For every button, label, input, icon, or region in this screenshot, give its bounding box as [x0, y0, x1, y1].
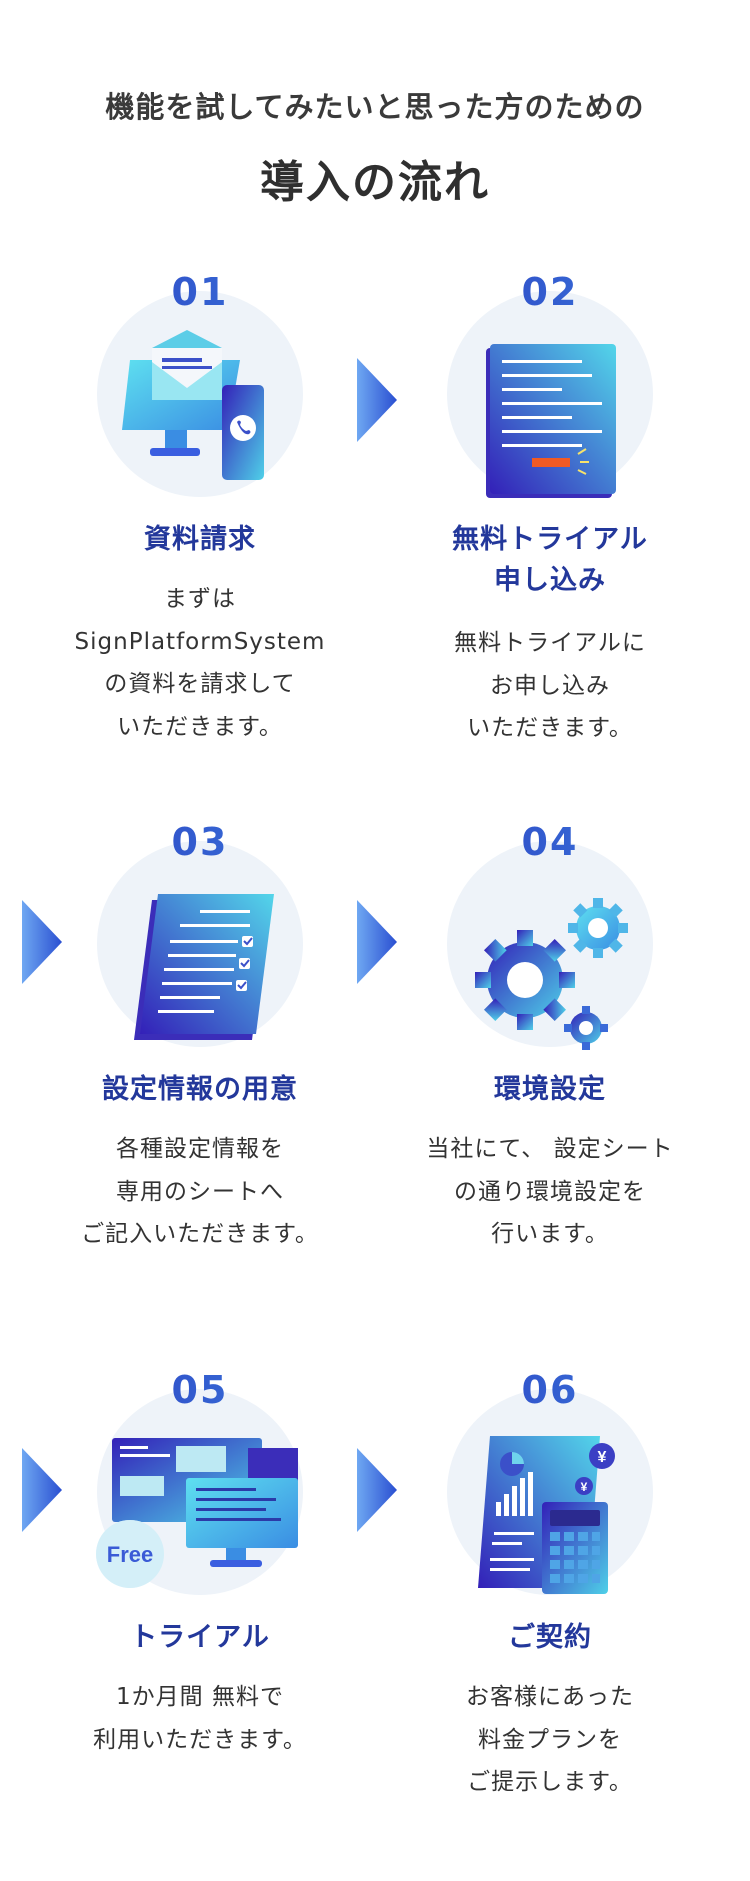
step-title-line: 申し込み — [494, 564, 606, 596]
step-description: 各種設定情報を 専用のシートへ ご記入いただきます。 — [50, 1128, 350, 1256]
desc-line: 料金プランを — [478, 1726, 622, 1753]
step-description: まずは SignPlatformSystem の資料を請求して いただきます。 — [50, 578, 350, 748]
next-arrow-icon — [357, 1448, 397, 1532]
contract-calculator-icon: ¥ ¥ — [478, 1436, 615, 1594]
step-number: 03 — [50, 820, 350, 864]
desc-line: の通り環境設定を — [454, 1178, 646, 1205]
step-title: 無料トライアル 申し込み — [400, 520, 700, 601]
desc-line: 利用いただきます。 — [93, 1726, 307, 1753]
step-title: トライアル — [50, 1618, 350, 1659]
step-title-line: ご契約 — [508, 1622, 592, 1653]
step-title-line: 環境設定 — [494, 1074, 606, 1105]
step-number: 06 — [400, 1368, 700, 1412]
step-title-line: トライアル — [130, 1622, 270, 1653]
desc-line: いただきます。 — [117, 713, 283, 740]
desc-line: いただきます。 — [467, 715, 633, 742]
step-description: お客様にあった 料金プランを ご提示します。 — [400, 1676, 700, 1804]
free-badge: Free — [107, 1542, 153, 1567]
desc-line: の資料を請求して — [104, 671, 296, 698]
next-arrow-icon — [357, 900, 397, 984]
next-arrow-icon — [22, 900, 62, 984]
yen-icon: ¥ — [598, 1449, 607, 1466]
desc-line: まずは — [164, 586, 236, 612]
step-number: 02 — [400, 270, 700, 314]
step-description: 1か月間 無料で 利用いただきます。 — [50, 1676, 350, 1761]
desc-line: 当社にて、 設定シート — [426, 1136, 674, 1162]
desc-line: お申し込み — [490, 672, 610, 699]
next-arrow-icon — [357, 358, 397, 442]
step-title-line: 無料トライアル — [452, 524, 648, 555]
page-title: 導入の流れ — [260, 157, 490, 208]
desc-line: 各種設定情報を — [116, 1136, 284, 1162]
step-title: 資料請求 — [50, 520, 350, 561]
step-description: 当社にて、 設定シート の通り環境設定を 行います。 — [400, 1128, 700, 1256]
step-title: ご契約 — [400, 1618, 700, 1659]
desc-line: ご記入いただきます。 — [81, 1221, 319, 1248]
step-number: 04 — [400, 820, 700, 864]
desc-line: SignPlatformSystem — [74, 628, 326, 655]
step-description: 無料トライアルに お申し込み いただきます。 — [400, 622, 700, 750]
step-title-line: 資料請求 — [144, 524, 256, 555]
free-trial-monitor-icon: Free — [96, 1438, 298, 1588]
desc-line: 行います。 — [491, 1221, 609, 1248]
mail-monitor-phone-icon — [122, 330, 264, 480]
application-form-icon — [486, 344, 616, 498]
page-subtitle: 機能を試してみたいと思った方のための — [105, 90, 645, 124]
step-number: 05 — [50, 1368, 350, 1412]
step-title: 環境設定 — [400, 1070, 700, 1111]
step-title-line: 設定情報の用意 — [102, 1074, 298, 1105]
step-title: 設定情報の用意 — [50, 1070, 350, 1111]
checklist-sheet-icon — [134, 894, 274, 1040]
yen-icon: ¥ — [581, 1480, 588, 1494]
desc-line: 専用のシートへ — [116, 1178, 284, 1205]
next-arrow-icon — [22, 1448, 62, 1532]
desc-line: 1か月間 無料で — [116, 1684, 284, 1710]
gears-icon — [475, 898, 628, 1050]
step-number: 01 — [50, 270, 350, 314]
desc-line: 無料トライアルに — [454, 630, 646, 656]
desc-line: お客様にあった — [466, 1684, 634, 1710]
desc-line: ご提示します。 — [467, 1769, 633, 1796]
